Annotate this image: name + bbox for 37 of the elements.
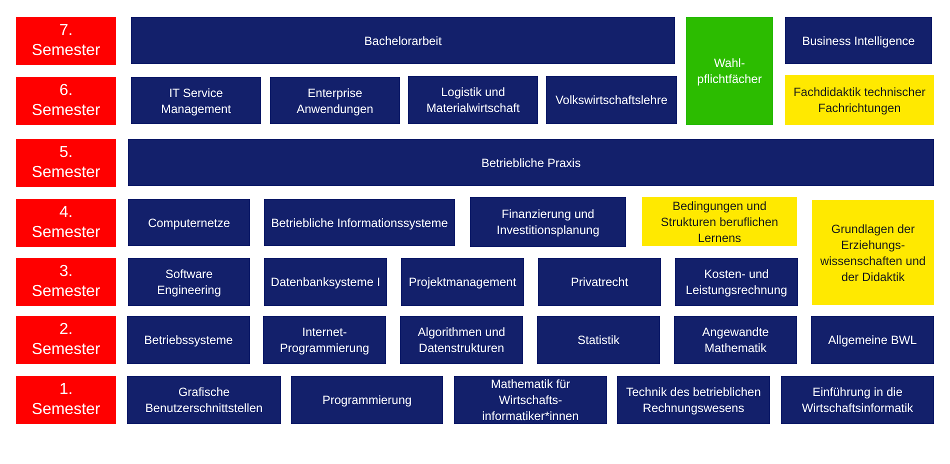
module-box: Computernetze [128,199,250,246]
module-box: Logistik und Materialwirtschaft [408,76,538,124]
semester-label: 5. Semester [16,139,116,187]
semester-label: 7. Semester [16,17,116,65]
module-box: Projektmanagement [401,258,524,306]
module-box: Statistik [537,316,660,364]
module-box: Bachelorarbeit [131,17,675,64]
semester-label: 1. Semester [16,376,116,424]
module-box: Business Intelligence [785,17,932,64]
module-box: Angewandte Mathematik [674,316,797,364]
module-box: Einführung in die Wirtschaftsinformatik [781,376,934,424]
module-box: Programmierung [291,376,443,424]
module-box: Volkswirtschaftslehre [546,76,677,124]
module-box: Betriebssysteme [127,316,250,364]
elective-box: Wahl- pflichtfächer [686,17,773,125]
module-box: IT Service Management [131,77,261,124]
module-box: Algorithmen und Datenstrukturen [400,316,523,364]
semester-label: 3. Semester [16,258,116,306]
module-box: Privatrecht [538,258,661,306]
module-box: Datenbanksysteme I [264,258,387,306]
module-box: Mathematik für Wirtschafts- informatiker*innen [454,376,607,424]
module-box: Grafische Benutzerschnittstellen [127,376,281,424]
module-box: Finanzierung und Investitionsplanung [470,197,626,247]
module-box: Technik des betrieblichen Rechnungswesens [617,376,770,424]
module-box: Betriebliche Praxis [128,139,934,186]
semester-label: 6. Semester [16,77,116,125]
semester-label: 2. Semester [16,316,116,364]
module-box: Kosten- und Leistungsrechnung [675,258,798,306]
module-box: Fachdidaktik technischer Fachrichtungen [785,75,934,125]
module-box: Enterprise Anwendungen [270,77,400,124]
module-box: Grundlagen der Erziehungs- wissenschaften und der Didaktik [812,200,934,305]
semester-label: 4. Semester [16,199,116,247]
module-box: Betriebliche Informationssysteme [264,199,455,246]
module-box: Internet- Programmierung [263,316,386,364]
module-box: Allgemeine BWL [811,316,934,364]
module-box: Bedingungen und Strukturen beruflichen Lernens [642,197,797,246]
module-box: Software Engineering [128,258,250,306]
